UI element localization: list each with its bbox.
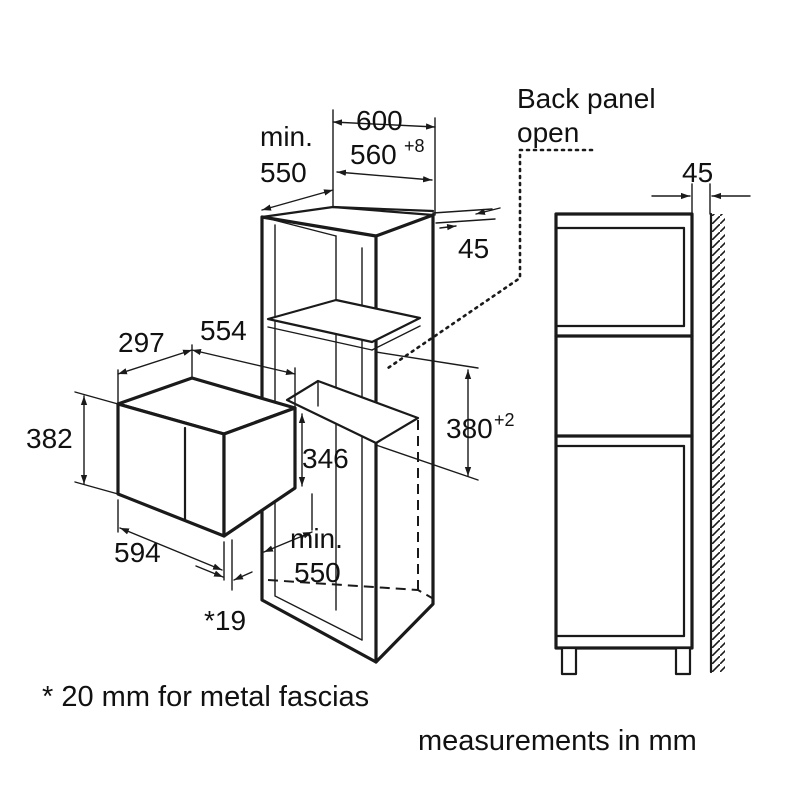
niche-height-label: 380 (446, 413, 493, 444)
fascia-gap-label: *19 (204, 605, 246, 636)
tall-cabinet (260, 205, 435, 664)
niche-width-tolerance: +8 (404, 136, 425, 156)
microwave-inner-height-label: 346 (302, 443, 349, 474)
niche-width-label: 560 (350, 139, 397, 170)
cabinet-width-label: 600 (356, 105, 403, 136)
dimension-lines-left (74, 109, 501, 591)
units-note: measurements in mm (418, 725, 697, 757)
top-gap-label: 45 (458, 233, 489, 264)
microwave-unit (116, 376, 297, 538)
shelf-depth-value-label: 550 (294, 557, 341, 588)
back-panel-label-line2: open (517, 117, 579, 148)
microwave-height-label: 382 (26, 423, 73, 454)
niche-height-tolerance: +2 (494, 410, 515, 430)
cabinet-depth-value-label: 550 (260, 157, 307, 188)
cabinet-depth-min-label: min. (260, 121, 313, 152)
microwave-total-depth-label: 554 (200, 315, 247, 346)
microwave-width-label: 594 (114, 537, 161, 568)
microwave-depth-label: 297 (118, 327, 165, 358)
side-elevation (554, 183, 751, 676)
metal-fascia-note: * 20 mm for metal fascias (42, 681, 369, 713)
shelf-depth-min-label: min. (290, 523, 343, 554)
side-gap-label: 45 (682, 157, 713, 188)
back-panel-label-line1: Back panel (517, 83, 656, 114)
back-panel-leader (386, 148, 594, 370)
